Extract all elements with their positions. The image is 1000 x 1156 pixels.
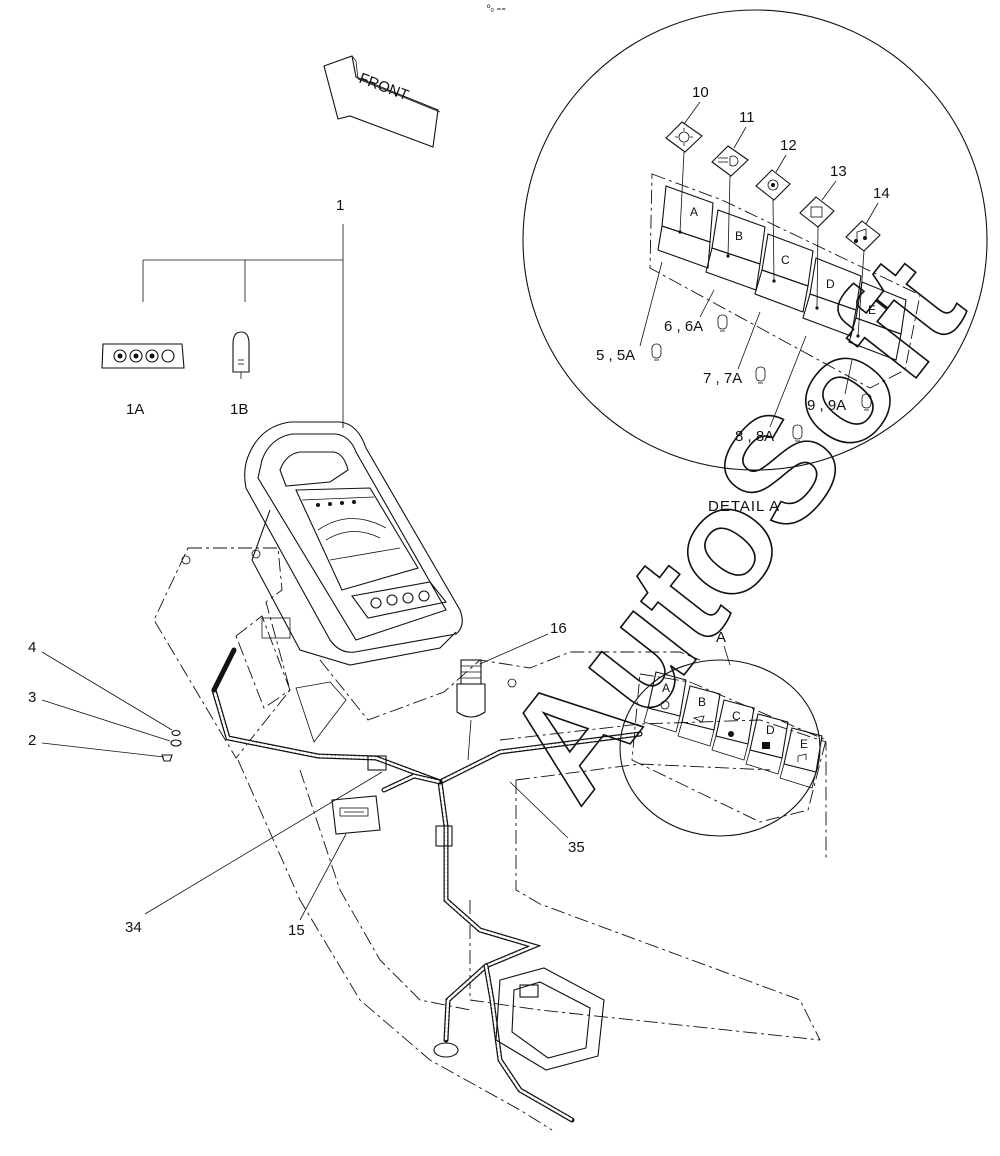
detail-switch-c: C: [754, 233, 814, 313]
panel-switch-d: D: [745, 713, 789, 775]
callout-1: 1: [336, 197, 344, 214]
headlight-icon: [711, 145, 749, 257]
callout-5: 5 , 5A: [596, 347, 635, 364]
panel-letter-c: C: [732, 709, 741, 723]
sensor-component: 16: [456, 620, 567, 761]
page-mark: º₀ ₌₌: [487, 3, 506, 13]
callout-3: 3: [28, 689, 36, 706]
detail-circle: [522, 9, 988, 471]
callout-7-group: 7 , 7A: [703, 311, 766, 387]
panel-switch-e: E: [779, 727, 823, 789]
hardware-callouts: 4 3 2: [28, 639, 182, 762]
wiring-harness: [211, 647, 643, 1123]
callout-4: 4: [28, 639, 36, 656]
callout-13: 13: [830, 163, 847, 180]
panel-letter-d: D: [766, 723, 775, 737]
front-arrow: FRONT: [323, 55, 441, 148]
switch-panel-a: A A B C D E: [619, 629, 827, 837]
panel-letter-e: E: [800, 737, 808, 751]
watermark: AutoSoft: [472, 227, 994, 829]
wiper-icon: [799, 196, 835, 309]
panel-switch-a: A: [643, 671, 687, 733]
callout-9: 9 , 9A: [807, 397, 846, 414]
callout-5-group: 5 , 5A: [596, 261, 663, 364]
detail-switch-a: A: [657, 185, 714, 269]
callout-8-group: 8 , 8A: [735, 335, 807, 445]
callout-10: 10: [692, 84, 709, 101]
detail-letter-c: C: [781, 253, 790, 267]
panel-switch-b: B: [677, 685, 721, 747]
detail-letter-e: E: [868, 303, 876, 317]
detail-switch-block: [649, 173, 921, 389]
connector-block: 15: [288, 795, 381, 939]
panel-switch-c: C: [711, 699, 755, 761]
callout-1b: 1B: [230, 401, 248, 418]
work-light-icon: [665, 121, 703, 233]
panel-letter-a: A: [662, 681, 670, 695]
callout-8: 8 , 8A: [735, 428, 774, 445]
callout-12: 12: [780, 137, 797, 154]
callout-6-group: 6 , 6A: [664, 289, 728, 335]
air-duct: [495, 967, 605, 1071]
callout-15: 15: [288, 922, 305, 939]
callout-9-group: 9 , 9A: [807, 359, 872, 414]
detail-title: DETAIL A: [708, 498, 780, 515]
callout-7: 7 , 7A: [703, 370, 742, 387]
warning-lamp-panel: 1A: [101, 343, 185, 418]
callout-11: 11: [739, 109, 755, 126]
detail-ref-label: A: [716, 629, 726, 646]
callout-34: 34: [125, 919, 142, 936]
callout-16: 16: [550, 620, 567, 637]
panel-letter-b: B: [698, 695, 706, 709]
detail-letter-a: A: [690, 205, 698, 219]
front-arrow-label: FRONT: [357, 70, 411, 104]
instrument-cluster: [244, 421, 463, 666]
callout-6: 6 , 6A: [664, 318, 703, 335]
callout-2: 2: [28, 732, 36, 749]
callout-35: 35: [568, 839, 585, 856]
beacon-icon: [755, 169, 791, 282]
callout-14: 14: [873, 185, 890, 202]
mounting-bracket: [153, 547, 347, 759]
bulb-icon: 1B: [230, 331, 250, 418]
callout-1-bracket: 1: [142, 197, 344, 428]
detail-letter-d: D: [826, 277, 835, 291]
detail-switch-b: B: [705, 209, 766, 291]
callout-1a: 1A: [126, 401, 144, 418]
detail-a: A B C D E: [522, 9, 988, 515]
detail-letter-b: B: [735, 229, 743, 243]
console-outline: [237, 651, 827, 1131]
horn-icon: [845, 220, 881, 337]
